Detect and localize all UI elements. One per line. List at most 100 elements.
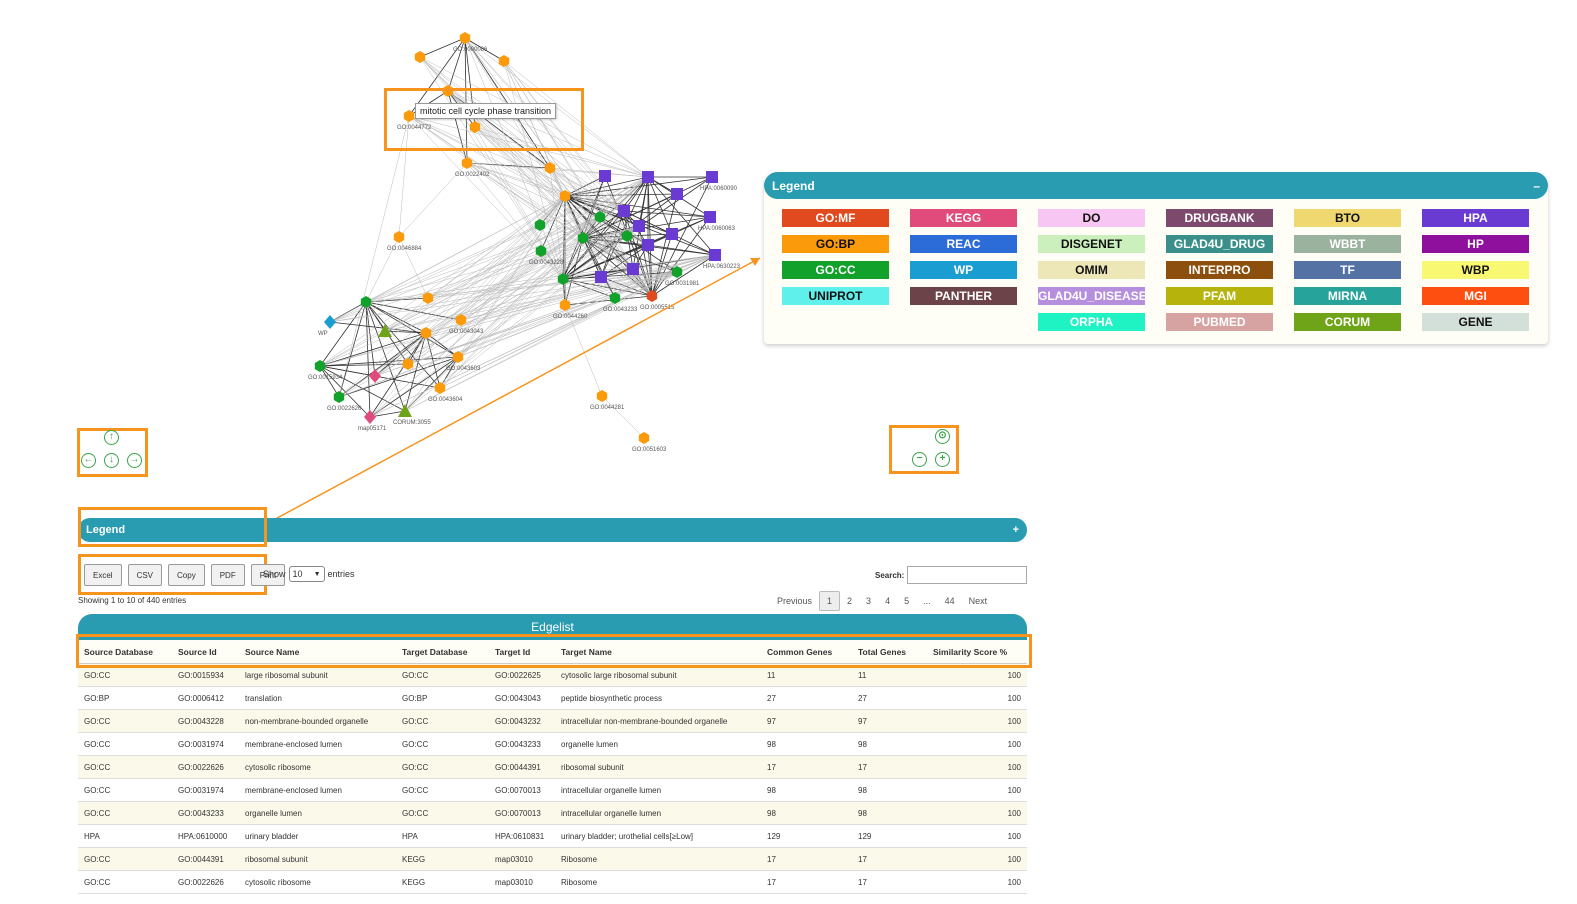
network-node[interactable]	[403, 110, 415, 122]
zoom-in-icon[interactable]: +	[935, 452, 950, 467]
zoom-out-icon[interactable]: −	[912, 452, 927, 467]
pager-page[interactable]: 2	[847, 596, 853, 606]
pan-down-icon[interactable]: ↓	[104, 453, 119, 468]
network-node[interactable]	[599, 170, 611, 182]
network-node[interactable]	[420, 327, 432, 339]
network-node[interactable]	[633, 220, 645, 232]
pan-up-icon[interactable]: ↑	[104, 430, 119, 445]
expand-icon[interactable]: +	[1012, 524, 1019, 536]
column-header[interactable]: Source Name	[239, 641, 396, 664]
search-input[interactable]	[907, 566, 1028, 584]
csv-button[interactable]: CSV	[127, 564, 163, 586]
print-button[interactable]: Print	[250, 564, 286, 586]
pager-page[interactable]: 44	[944, 596, 955, 606]
column-header[interactable]: Target Name	[555, 641, 761, 664]
pdf-button[interactable]: PDF	[210, 564, 245, 586]
network-node[interactable]	[638, 432, 650, 444]
pager-previous[interactable]: Previous	[777, 596, 813, 606]
column-header[interactable]: Source Database	[78, 641, 172, 664]
network-node[interactable]	[671, 188, 683, 200]
network-node[interactable]	[378, 324, 392, 337]
column-header[interactable]: Total Genes	[852, 641, 927, 664]
network-node[interactable]	[618, 205, 630, 217]
pager-page[interactable]: 5	[904, 596, 910, 606]
network-node[interactable]	[544, 162, 556, 174]
network-node[interactable]	[706, 171, 718, 183]
network-node[interactable]	[559, 299, 571, 311]
network-node[interactable]	[364, 410, 376, 424]
network-node[interactable]	[333, 391, 345, 403]
network-node[interactable]	[559, 190, 571, 202]
network-edge	[460, 195, 566, 321]
network-node[interactable]	[360, 296, 372, 308]
network-node[interactable]	[594, 211, 606, 223]
network-node[interactable]	[393, 231, 405, 243]
collapse-icon[interactable]: –	[1533, 178, 1540, 193]
network-node[interactable]	[434, 382, 446, 394]
network-node[interactable]	[369, 369, 381, 383]
pager-page[interactable]: 4	[885, 596, 891, 606]
network-node[interactable]	[398, 404, 412, 417]
network-node[interactable]	[469, 121, 481, 133]
network-graph[interactable]: GO:0000086GO:0044772GO:0022402GO:0046884…	[290, 20, 750, 460]
pager-page[interactable]: 3	[866, 596, 872, 606]
fit-view-icon[interactable]: ⊙	[935, 429, 950, 444]
network-node[interactable]	[577, 232, 589, 244]
network-node[interactable]	[461, 157, 473, 169]
network-node[interactable]	[498, 55, 510, 67]
network-node[interactable]	[452, 351, 464, 363]
pan-left-icon[interactable]: ←	[81, 453, 96, 468]
network-node[interactable]	[459, 32, 471, 44]
network-node[interactable]	[666, 228, 678, 240]
network-node[interactable]	[609, 292, 621, 304]
network-node[interactable]	[642, 171, 654, 183]
excel-button[interactable]: Excel	[84, 564, 122, 586]
network-edge	[329, 321, 427, 334]
network-node[interactable]	[704, 211, 716, 223]
column-header[interactable]: Source Id	[172, 641, 239, 664]
network-node[interactable]	[595, 271, 607, 283]
network-node[interactable]	[314, 360, 326, 372]
pan-right-icon[interactable]: →	[127, 453, 142, 468]
legend-item-do: DO	[1038, 209, 1145, 227]
legend-bar-collapsed[interactable]: Legend +	[78, 518, 1027, 542]
network-node[interactable]	[621, 230, 633, 242]
page-size-select[interactable]: 10 ▼	[288, 566, 325, 582]
column-header[interactable]: Target Database	[396, 641, 489, 664]
pager-page[interactable]: 1	[819, 591, 841, 611]
network-node[interactable]	[709, 249, 721, 261]
network-node[interactable]	[535, 245, 547, 257]
network-nodes[interactable]	[314, 32, 721, 444]
column-header[interactable]: Similarity Score %	[927, 641, 1027, 664]
network-node[interactable]	[671, 266, 683, 278]
pager-next[interactable]: Next	[968, 596, 988, 606]
network-node[interactable]	[455, 314, 467, 326]
network-edge	[384, 176, 649, 332]
network-node[interactable]	[534, 219, 546, 231]
copy-button[interactable]: Copy	[168, 564, 205, 586]
network-node[interactable]	[422, 292, 434, 304]
network-node[interactable]	[414, 51, 426, 63]
network-node[interactable]	[557, 273, 569, 285]
column-header[interactable]: Common Genes	[761, 641, 852, 664]
network-node[interactable]	[596, 390, 608, 402]
network-node[interactable]	[627, 263, 639, 275]
network-node[interactable]	[642, 239, 654, 251]
column-header[interactable]: Target Id	[489, 641, 555, 664]
network-node[interactable]	[324, 315, 336, 329]
network-node[interactable]	[402, 358, 414, 370]
legend-panel-header[interactable]: Legend –	[764, 172, 1548, 199]
network-node[interactable]	[646, 290, 658, 302]
